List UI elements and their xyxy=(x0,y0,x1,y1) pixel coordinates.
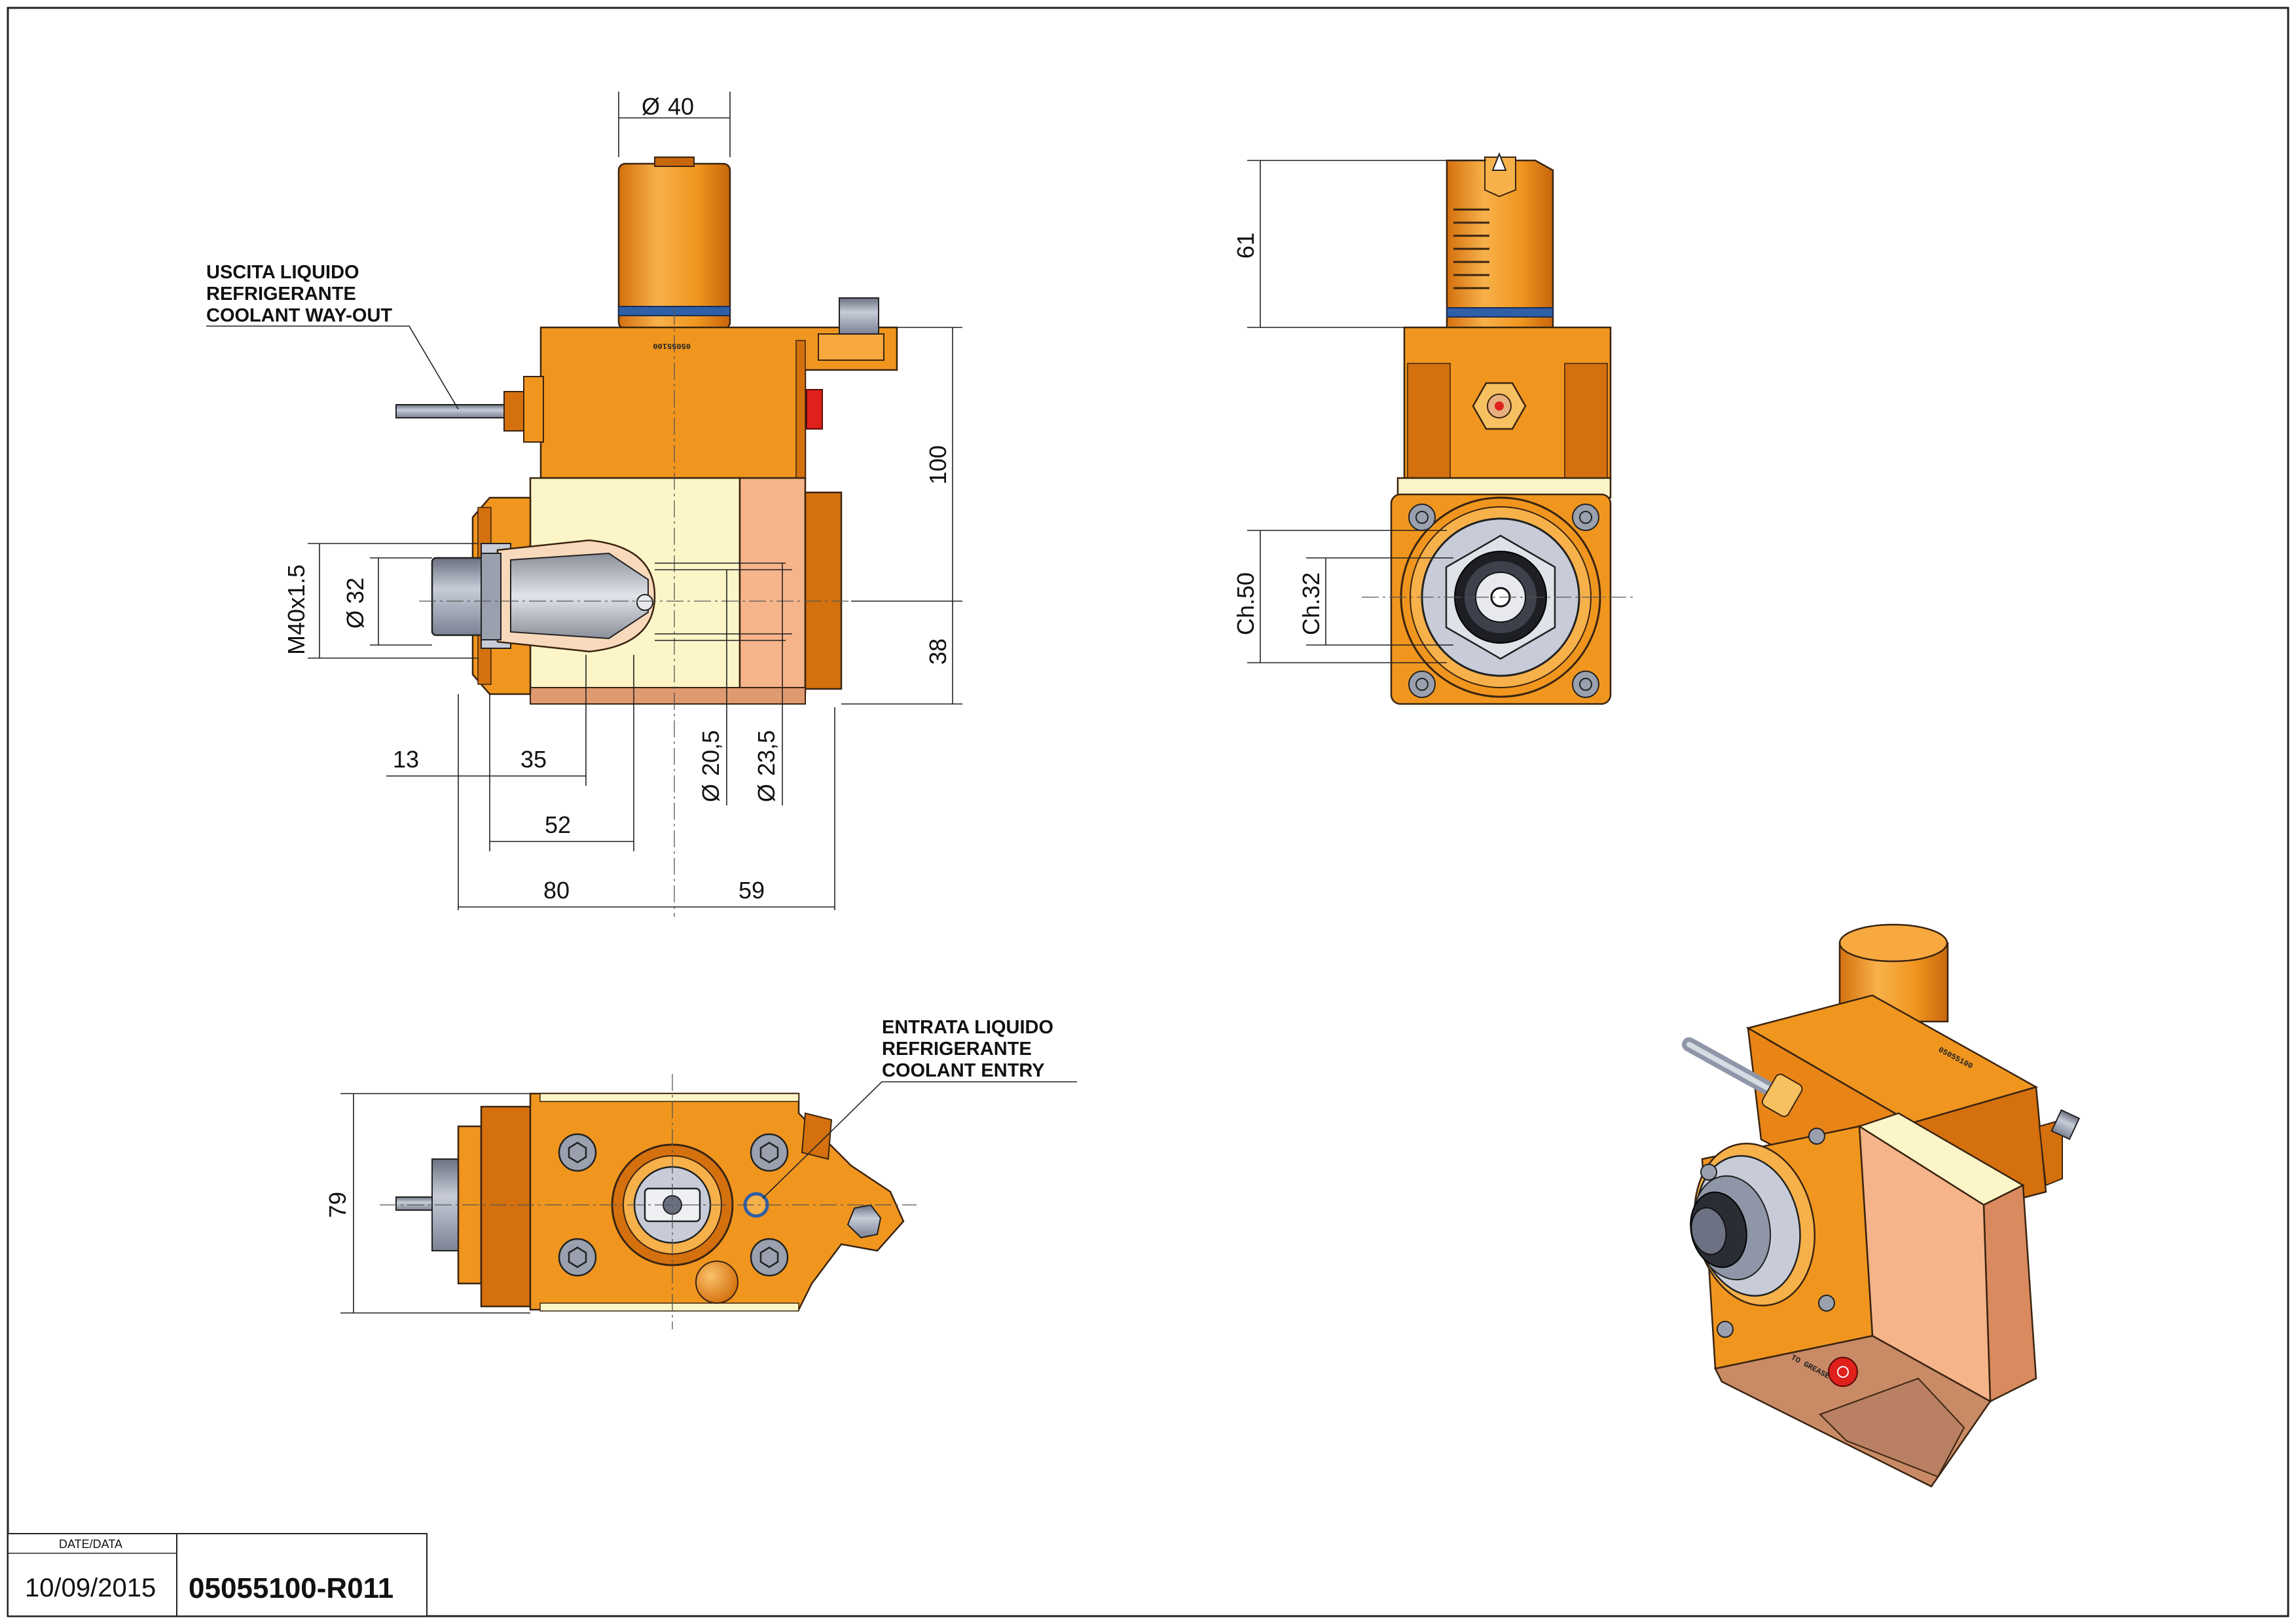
dim-width-79: 79 xyxy=(324,1192,351,1218)
dim-length-80: 80 xyxy=(543,877,570,904)
title-block: DATE/DATA 10/09/2015 05055100-R011 xyxy=(7,1533,428,1617)
dim-height-61: 61 xyxy=(1232,232,1259,259)
isometric-view: 05055100 TO GREASE xyxy=(1682,923,2081,1488)
dim-height-38: 38 xyxy=(924,638,951,665)
front-lower-salmon xyxy=(738,477,807,695)
sheet-border xyxy=(7,7,2289,1617)
title-drawing-code: 05055100-R011 xyxy=(189,1572,393,1604)
label-coolant-in-line1: ENTRATA LIQUIDO xyxy=(882,1017,1053,1038)
label-coolant-in: ENTRATA LIQUIDO REFRIGERANTE COOLANT ENT… xyxy=(762,1017,1077,1199)
front-view: 05055100 xyxy=(395,157,898,917)
svg-text:Ø: Ø xyxy=(342,610,369,629)
dim-thread: M40x1.5 xyxy=(283,564,310,655)
label-coolant-out-line3: COOLANT WAY-OUT xyxy=(206,305,392,326)
dim-length-59: 59 xyxy=(738,877,765,904)
dim-shank-diameter: 40 xyxy=(668,93,694,120)
top-grease-ball xyxy=(695,1261,738,1304)
dim-ch-50: Ch.50 xyxy=(1232,572,1259,635)
svg-text:Ø: Ø xyxy=(753,784,780,802)
label-coolant-in-line2: REFRIGERANTE xyxy=(882,1039,1032,1060)
side-flange-screws xyxy=(1408,504,1599,698)
label-coolant-out-line2: REFRIGERANTE xyxy=(206,284,356,304)
side-seal-ring xyxy=(1446,307,1554,318)
dim-length-35: 35 xyxy=(520,746,547,773)
front-dimensions: Ø 40 100 38 M40x1.5 Ø 32 Ø 20,5 Ø 23,5 xyxy=(283,92,962,910)
side-view xyxy=(1362,152,1637,705)
dim-length-52: 52 xyxy=(545,811,571,838)
side-shank xyxy=(1446,159,1554,330)
dim-height-100: 100 xyxy=(924,445,951,485)
top-view xyxy=(380,1074,917,1329)
iso-lower-right-face xyxy=(1982,1184,2037,1403)
label-coolant-out-line1: USCITA LIQUIDO xyxy=(206,262,359,283)
label-coolant-out: USCITA LIQUIDO REFRIGERANTE COOLANT WAY-… xyxy=(206,262,459,410)
top-body-screws xyxy=(558,1133,789,1277)
dim-diameter-20-5: 20,5 xyxy=(697,730,724,776)
dim-collet-diameter: 32 xyxy=(342,578,369,604)
front-serial: 05055100 xyxy=(653,341,691,350)
label-coolant-in-line3: COOLANT ENTRY xyxy=(882,1060,1045,1081)
dim-diameter-23-5: 23,5 xyxy=(753,730,780,776)
svg-text:Ø: Ø xyxy=(697,784,724,802)
iso-grease-plug xyxy=(1828,1357,1858,1387)
title-date-header: DATE/DATA xyxy=(59,1538,122,1551)
front-red-plug xyxy=(806,389,823,430)
title-date: 10/09/2015 xyxy=(25,1574,156,1602)
top-dimensions: 79 xyxy=(324,1093,530,1314)
front-collet xyxy=(431,557,486,637)
side-dimensions: 61 Ch.50 Ch.32 xyxy=(1232,160,1486,663)
dim-ch-32: Ch.32 xyxy=(1298,572,1324,635)
front-clamp-screw xyxy=(839,297,879,335)
front-shank xyxy=(617,162,731,330)
dim-shank-diameter-symbol: Ø xyxy=(642,93,660,120)
dim-length-13: 13 xyxy=(393,746,419,773)
